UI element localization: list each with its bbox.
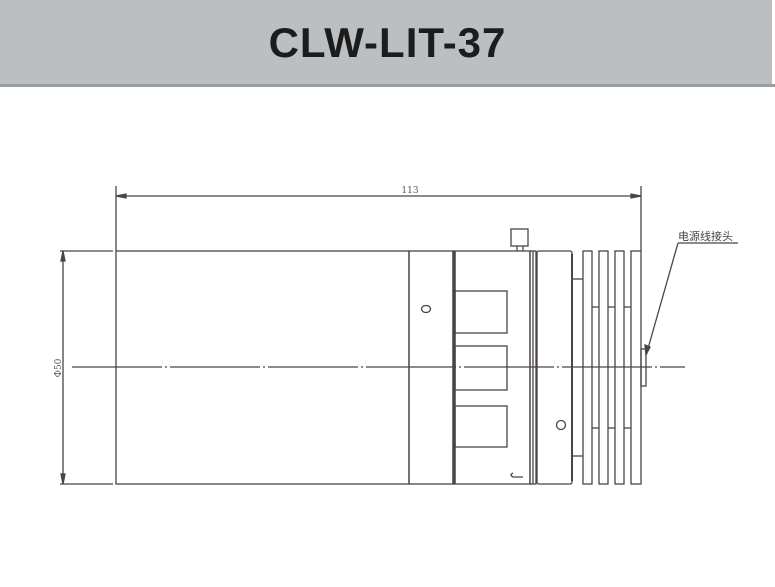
banner-edge <box>772 0 775 84</box>
diameter-dimension <box>60 250 113 485</box>
diameter-dimension-text: Φ50 <box>54 358 64 377</box>
power-connector <box>640 242 738 387</box>
model-title: CLW-LIT-37 <box>268 19 507 66</box>
power-connector-label: 电源线接头 <box>678 229 733 243</box>
length-dimension-text: 113 <box>401 186 418 196</box>
length-dimension <box>115 186 642 251</box>
title-banner: CLW-LIT-37 <box>0 0 775 87</box>
set-screw <box>510 228 529 251</box>
